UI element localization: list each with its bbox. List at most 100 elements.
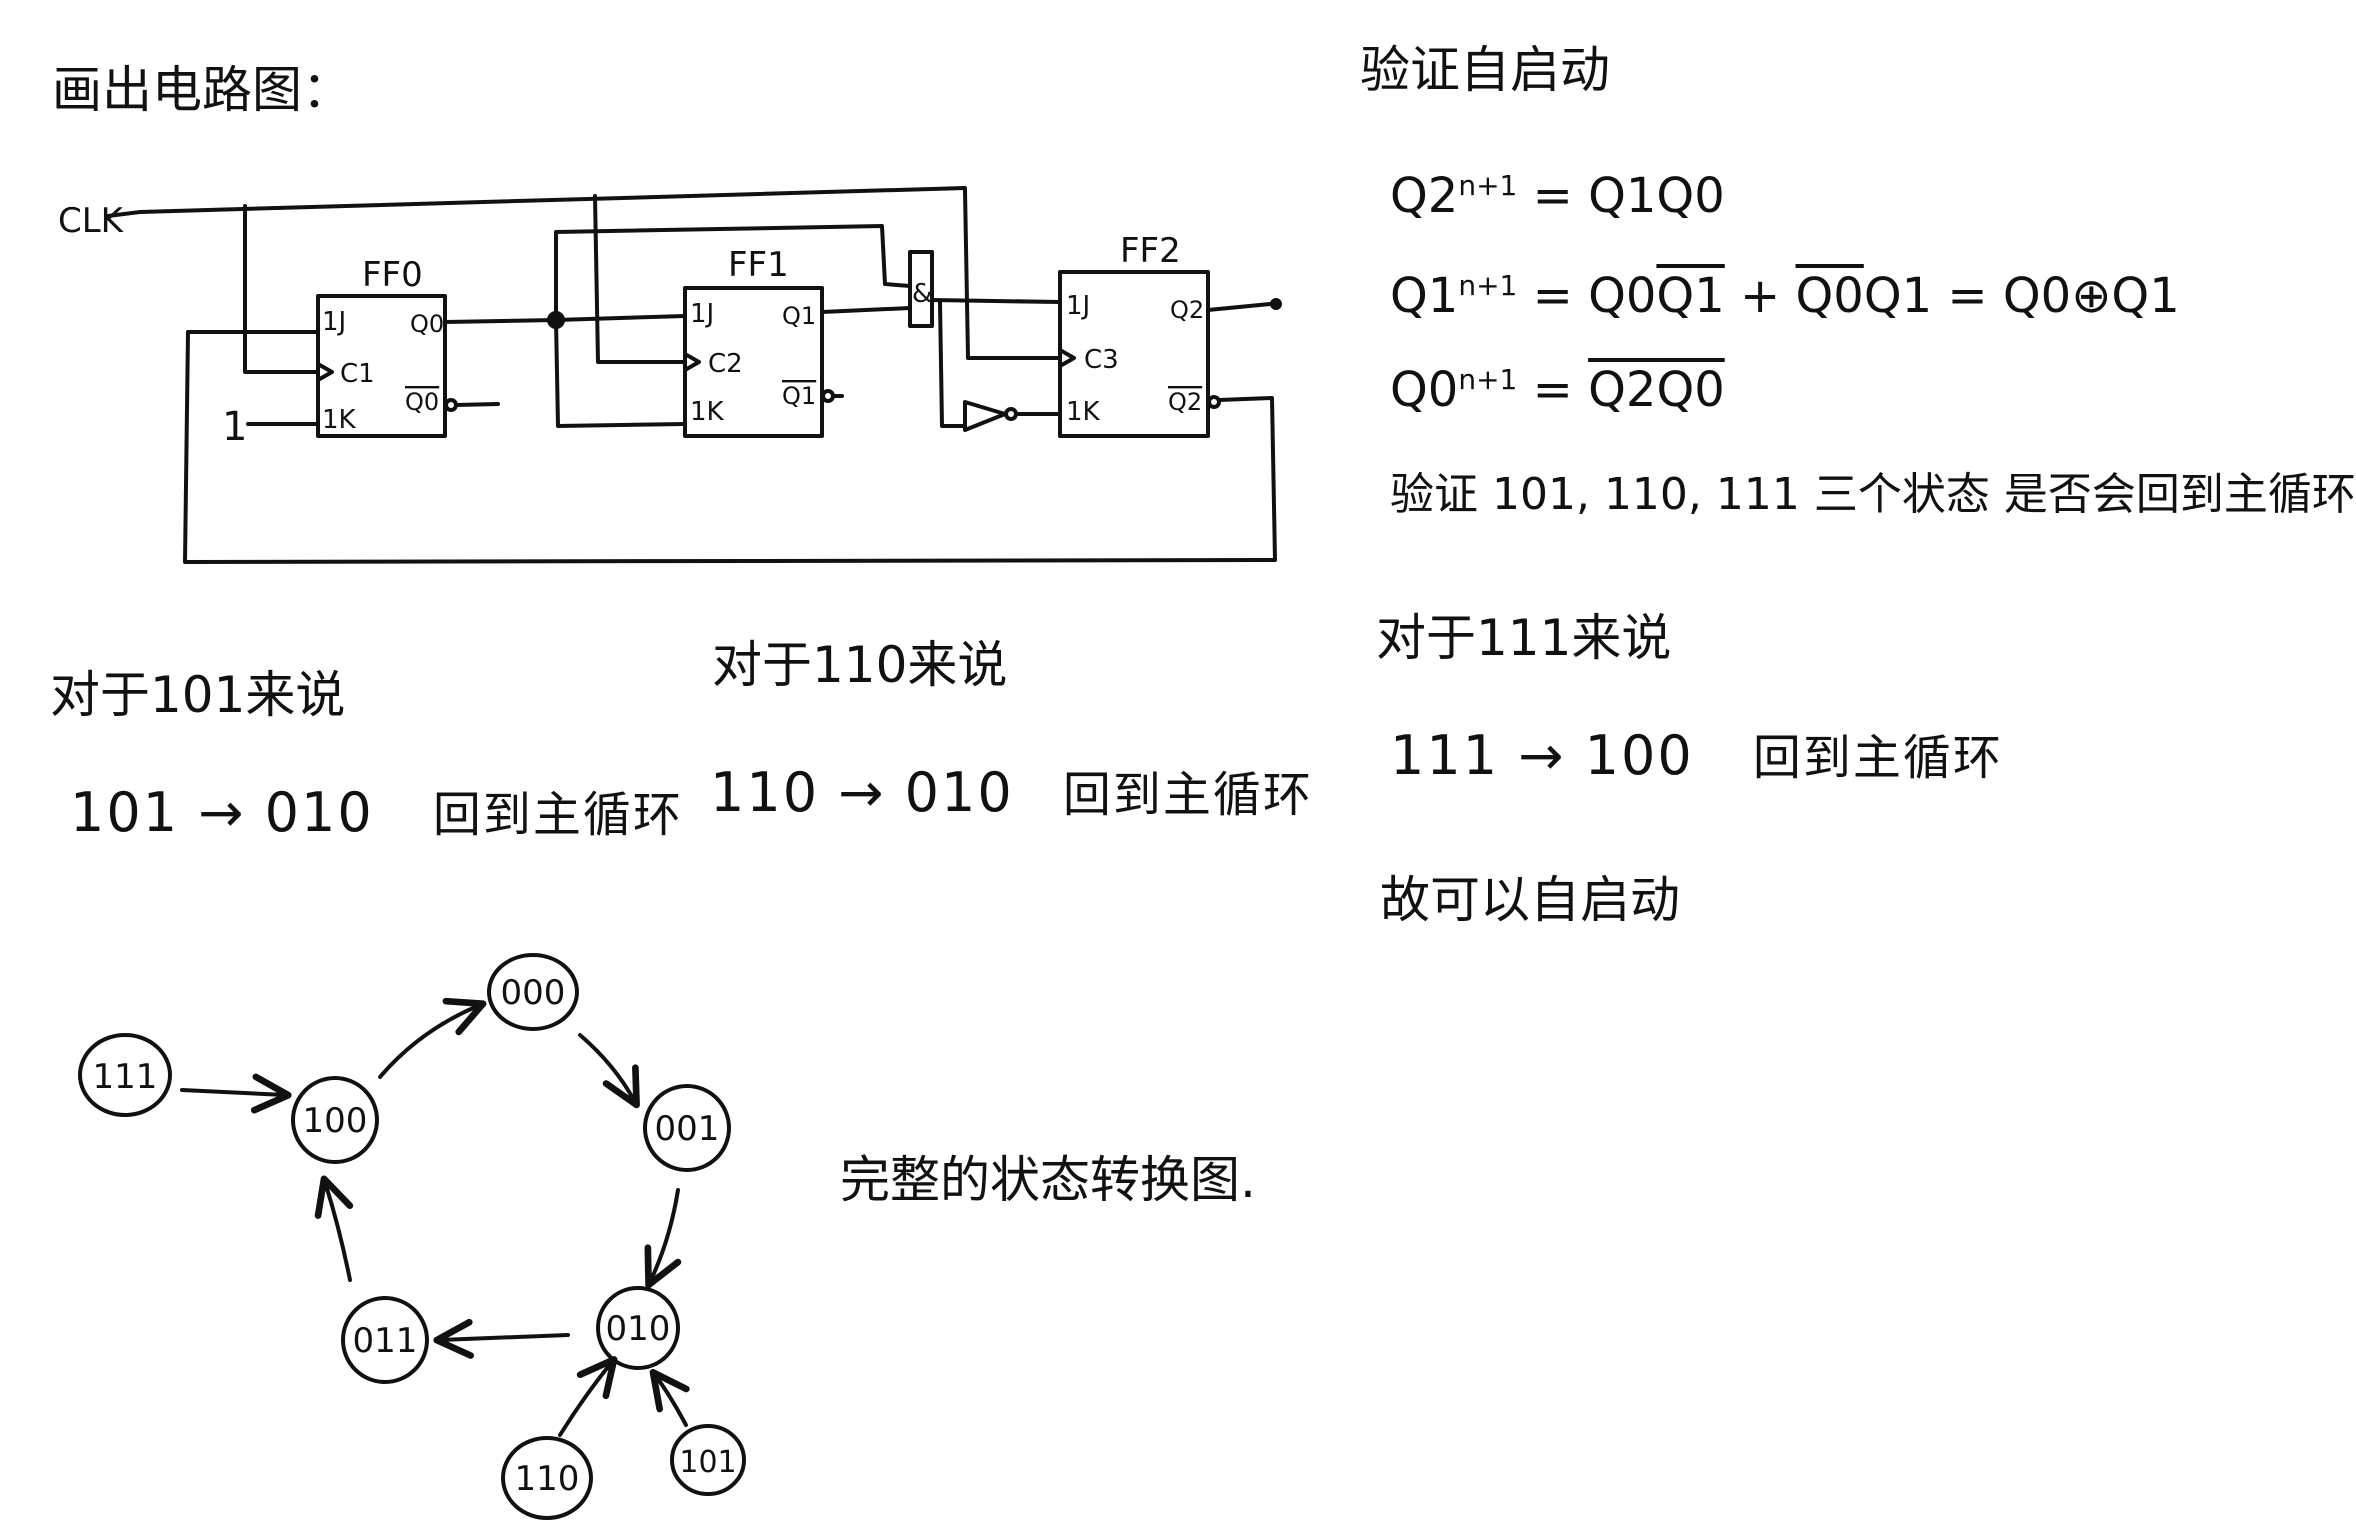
and-to-inverter xyxy=(938,300,967,428)
state-100: 100 xyxy=(291,1076,379,1164)
ff2-pin-k: 1K xyxy=(1066,397,1101,427)
clk-drop-ff0 xyxy=(243,204,320,374)
state-000: 000 xyxy=(487,953,579,1031)
feedback-wire xyxy=(183,330,1277,564)
eq-q0-rhs-a: = xyxy=(1532,362,1573,418)
ff2-pin-c: C3 xyxy=(1084,345,1119,375)
ff2-q-dot xyxy=(1270,298,1282,310)
verify-note: 验证 101, 110, 111 三个状态 是否会回到主循环 xyxy=(1390,469,2356,520)
q0-down-wire xyxy=(554,318,687,428)
ff0-pin-k: 1K xyxy=(322,405,357,435)
ff0-pin-j: 1J xyxy=(322,307,346,337)
case-110-states: 110 → 010 xyxy=(710,761,1014,824)
ff2-pin-qbar: Q2 xyxy=(1168,388,1202,416)
ff2-box xyxy=(1058,270,1210,438)
eq-q1-rhs-e: Q1 = Q0⊕Q1 xyxy=(1863,268,2180,324)
case-101-heading: 对于101来说 xyxy=(50,666,346,724)
ff2-name: FF2 xyxy=(1120,231,1181,271)
eq-q0-lhs: Q0 xyxy=(1390,362,1459,418)
case-111-transition: 111 → 100 回到主循环 xyxy=(1390,718,2003,788)
ff1-name: FF1 xyxy=(728,245,789,285)
ff1-clk-triangle xyxy=(683,352,701,372)
eq-q0-sup: n+1 xyxy=(1458,363,1518,396)
eq-q0-rhs-b: Q2 xyxy=(1588,362,1657,418)
ff2-q-out xyxy=(1206,302,1272,312)
eq-q2-rhs: = Q1Q0 xyxy=(1532,168,1725,224)
clk-drop-ff1 xyxy=(593,194,687,364)
circuit-diagram: CLK FF0 1J C1 1K Q0 Q0 FF1 1J C2 1K Q1 Q… xyxy=(58,186,1282,564)
equation-q2: Q2n+1 = Q1Q0 xyxy=(1390,168,1725,224)
edge-010-011 xyxy=(433,1318,570,1359)
edge-011-100 xyxy=(314,1175,354,1282)
state-011: 011 xyxy=(341,1296,429,1384)
case-110-heading: 对于110来说 xyxy=(712,636,1008,694)
edge-001-010 xyxy=(644,1188,682,1289)
eq-q1-rhs-c: + xyxy=(1740,268,1781,324)
equation-q0: Q0n+1 = Q2Q0 xyxy=(1390,362,1725,418)
ff1-pin-c: C2 xyxy=(708,349,743,379)
const-one: 1 xyxy=(222,404,247,450)
ff1-pin-j: 1J xyxy=(690,299,714,329)
state-110: 110 xyxy=(501,1436,593,1520)
ff0-pin-c: C1 xyxy=(340,359,375,389)
state-110-label: 110 xyxy=(515,1459,580,1499)
ff1-pin-qbar: Q1 xyxy=(782,382,816,410)
ff2-pin-q: Q2 xyxy=(1170,296,1204,324)
ff0-clk-triangle xyxy=(316,362,334,382)
q1-wire xyxy=(820,306,912,314)
edge-111-100 xyxy=(180,1073,292,1114)
case-101-transition: 101 → 010 回到主循环 xyxy=(70,775,683,845)
state-010-label: 010 xyxy=(606,1309,671,1349)
state-111: 111 xyxy=(78,1033,172,1117)
eq-q1-sup: n+1 xyxy=(1458,269,1518,302)
clk-line xyxy=(106,186,967,218)
case-110-transition: 110 → 010 回到主循环 xyxy=(710,755,1313,825)
state-000-label: 000 xyxy=(501,973,566,1013)
eq-q1-rhs-b: Q1 xyxy=(1656,268,1725,324)
edge-110-010 xyxy=(558,1356,618,1437)
state-010: 010 xyxy=(596,1286,680,1370)
state-111-label: 111 xyxy=(93,1057,158,1097)
ff1-pin-q: Q1 xyxy=(782,302,816,330)
case-111-result: 回到主循环 xyxy=(1752,730,2003,786)
state-101: 101 xyxy=(670,1424,746,1496)
eq-q1-rhs-a: = Q0 xyxy=(1532,268,1657,324)
eq-q0-rhs-c: Q0 xyxy=(1656,362,1725,418)
circuit-title: 画出电路图： xyxy=(52,61,352,119)
and-gate-label: & xyxy=(912,279,932,309)
and-out-wire xyxy=(930,298,1062,304)
q0-wire xyxy=(443,314,687,324)
ff0-name: FF0 xyxy=(362,255,423,295)
case-111-states: 111 → 100 xyxy=(1390,724,1694,787)
eq-q1-rhs-d: Q0 xyxy=(1795,268,1864,324)
edge-100-000 xyxy=(378,997,487,1079)
ff2-clk-triangle xyxy=(1058,348,1076,368)
state-diagram-caption: 完整的状态转换图. xyxy=(840,1151,1256,1209)
state-100-label: 100 xyxy=(303,1101,368,1141)
ff0-pin-q: Q0 xyxy=(410,310,444,338)
equation-q1: Q1n+1 = Q0Q1 + Q0Q1 = Q0⊕Q1 xyxy=(1390,268,2180,324)
clk-label: CLK xyxy=(58,201,125,241)
ff2-pin-j: 1J xyxy=(1066,291,1090,321)
case-101-states: 101 → 010 xyxy=(70,781,374,844)
q0-loop-wire xyxy=(554,224,912,322)
ff1-box xyxy=(683,286,824,438)
case-101-result: 回到主循环 xyxy=(432,787,683,843)
state-diagram: 111 100 000 001 010 011 110 101 xyxy=(78,953,746,1520)
clk-drop-ff2 xyxy=(963,188,1062,360)
eq-q2-lhs: Q2 xyxy=(1390,168,1459,224)
case-111-heading: 对于111来说 xyxy=(1376,609,1672,667)
ff0-qbar-out xyxy=(454,402,500,407)
state-011-label: 011 xyxy=(353,1321,418,1361)
state-001-label: 001 xyxy=(655,1109,720,1149)
edge-101-010 xyxy=(649,1368,690,1427)
conclusion: 故可以自启动 xyxy=(1380,871,1680,929)
verify-title: 验证自启动 xyxy=(1360,41,1610,99)
ff2-qbar-bubble xyxy=(1207,395,1221,409)
ff1-pin-k: 1K xyxy=(690,397,725,427)
eq-q1-lhs: Q1 xyxy=(1390,268,1459,324)
inverter xyxy=(963,400,1007,432)
and-gate xyxy=(908,250,934,328)
ff0-pin-qbar: Q0 xyxy=(405,388,439,416)
state-001: 001 xyxy=(643,1084,731,1172)
